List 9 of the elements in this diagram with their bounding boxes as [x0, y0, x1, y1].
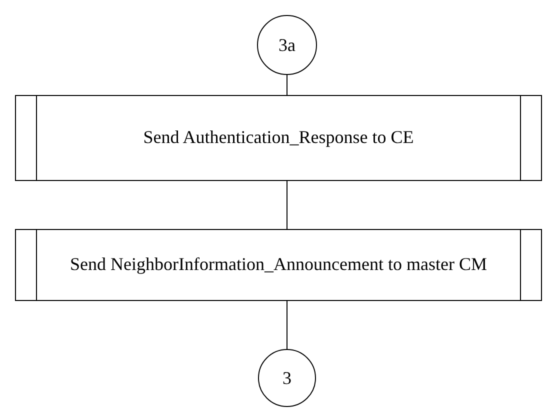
predefined-process-box — [15, 229, 542, 301]
predefined-process-box — [15, 95, 542, 181]
connector-label: 3 — [282, 366, 292, 390]
connector-line — [286, 300, 288, 350]
connector-label: 3a — [278, 34, 296, 56]
connector-line — [286, 74, 288, 96]
process-label: Send Authentication_Response to CE — [143, 127, 414, 147]
connector-line — [286, 180, 288, 230]
process-label: Send NeighborInformation_Announcement to master CM — [70, 254, 487, 274]
